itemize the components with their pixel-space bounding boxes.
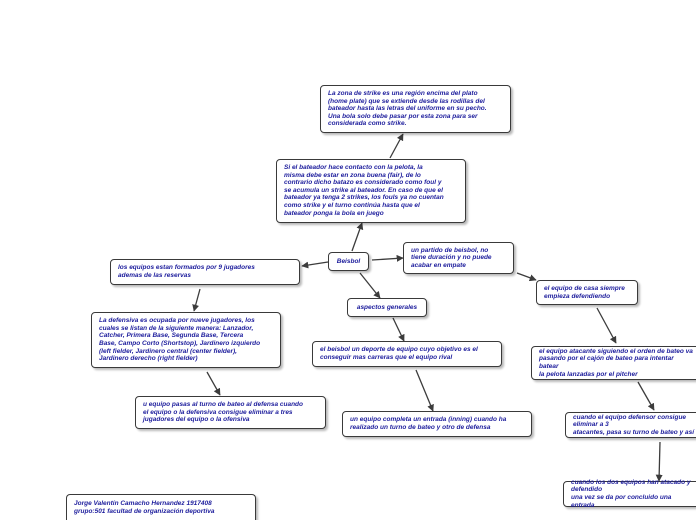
edge-defense-turnchange (206, 371, 221, 396)
node-inning[interactable]: un equipo completa un entrada (inning) c… (342, 411, 532, 437)
node-both-teams[interactable]: cuando los dos equipos han atacado y def… (563, 479, 696, 509)
edge-contact-strikezone (389, 133, 404, 159)
node-author[interactable]: Jorge Valentín Camacho Hernandez 1917408… (66, 494, 256, 520)
edge-sport-inning (415, 369, 434, 412)
edge-home-attack (596, 307, 617, 344)
node-defender-team[interactable]: cuando el equipo defensor consigue elimi… (565, 412, 696, 438)
edge-attack-defender (637, 381, 655, 411)
node-general-aspects[interactable]: aspectos generales (347, 298, 427, 317)
edge-center-match (371, 254, 404, 262)
node-teams[interactable]: los equipos estan formados por 9 jugador… (110, 259, 300, 285)
node-sport-objective[interactable]: el beisbol un deporte de equipo cuyo obj… (312, 341, 502, 367)
edge-match-home (516, 272, 537, 282)
node-center-beisbol[interactable]: Beisbol (328, 252, 369, 271)
edge-teams-defense (192, 288, 201, 312)
node-defense-players[interactable]: La defensiva es ocupada por nueve jugado… (91, 312, 281, 368)
edge-center-general (359, 272, 381, 299)
node-attacking-team[interactable]: el equipo atacante siguiendo el orden de… (531, 346, 696, 380)
edge-center-teams (301, 261, 329, 269)
edge-general-sport (392, 317, 405, 342)
node-home-team[interactable]: el equipo de casa siempre empieza defend… (536, 280, 638, 305)
node-strike-zone[interactable]: La zona de strike es una región encima d… (320, 85, 511, 133)
edge-center-contact (351, 222, 364, 252)
node-match-duration[interactable]: un partido de beisbol, no tiene duración… (403, 242, 514, 274)
node-contact-fair-foul[interactable]: Si el bateador hace contacto con la pelo… (276, 159, 466, 223)
node-turn-change[interactable]: u equipo pasas al turno de bateo al defe… (135, 396, 326, 429)
edge-defender-both (655, 441, 663, 482)
